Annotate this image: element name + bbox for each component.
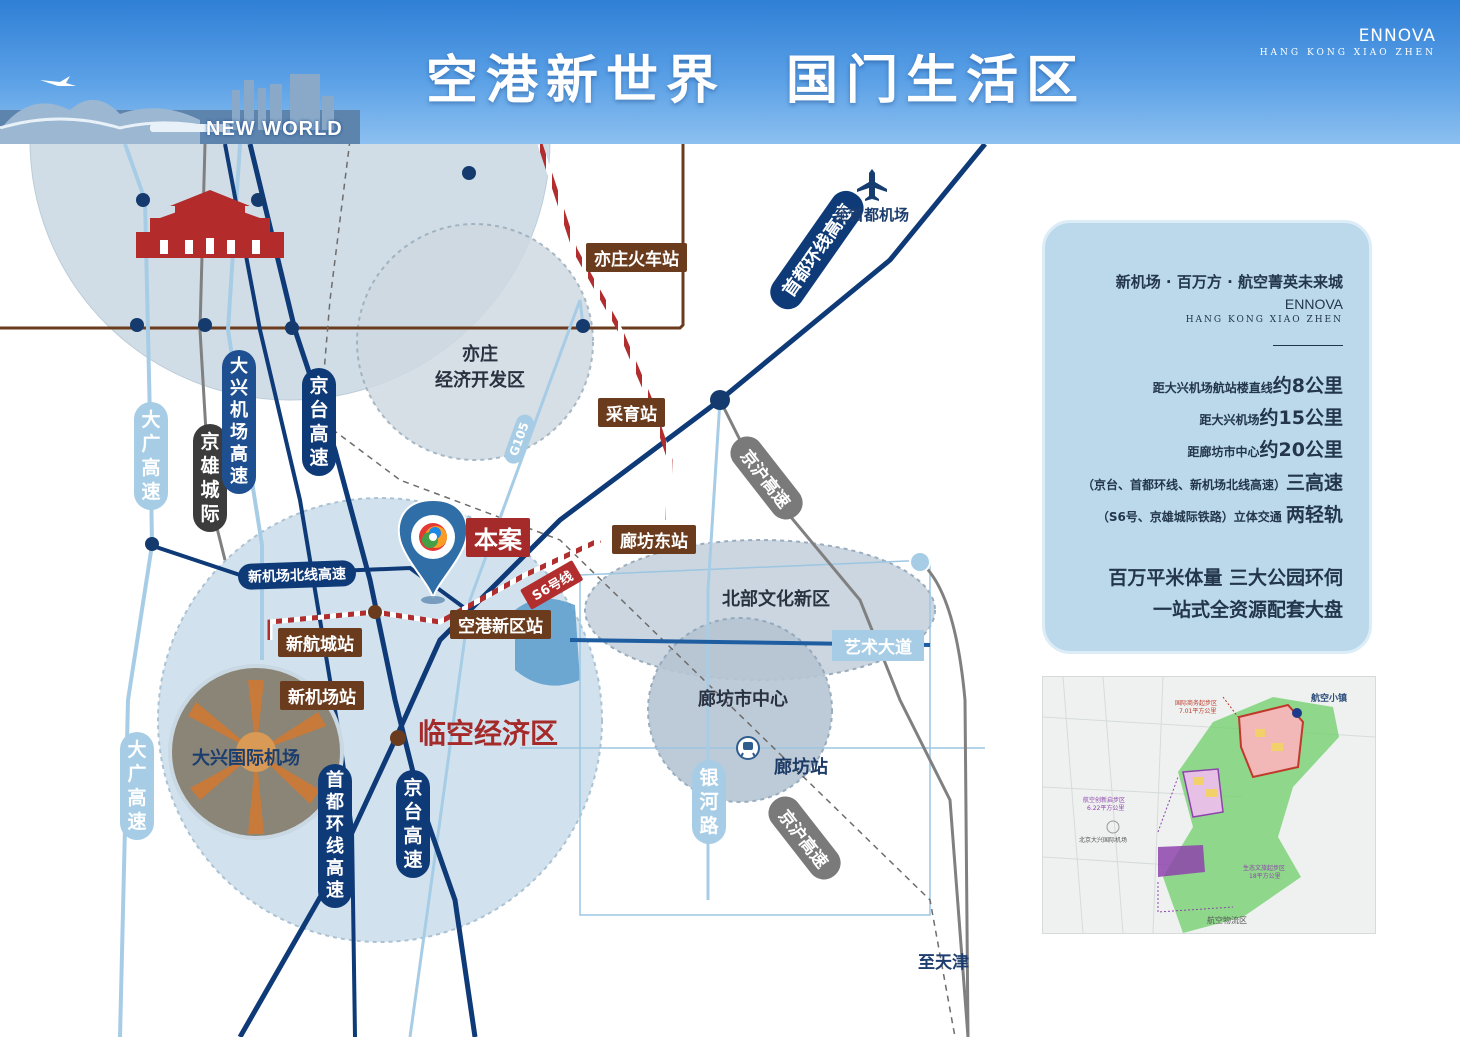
station-langfang: 廊坊站 — [774, 757, 828, 778]
info-line-5: （S6号、京雄城际铁路）立体交通 两轻轨 — [1097, 500, 1343, 527]
highway-label: 大广高速 — [141, 409, 161, 503]
s6-rail-north — [537, 143, 673, 521]
jingtai-highway — [247, 143, 478, 1037]
mini-label-2: 航空创新启步区 — [1083, 797, 1126, 804]
mini-label-2b: 6.22平方公里 — [1087, 805, 1125, 812]
info-line-small: 距大兴机场 — [1199, 413, 1260, 427]
station-label: 新航城站 — [286, 635, 354, 655]
highway-daguang-bottom: 大广高速 — [120, 732, 154, 840]
destination-tianjin: 至天津 — [918, 953, 969, 973]
highway-label: 京台高速 — [403, 777, 423, 871]
area-langfang-center: 廊坊市中心 — [698, 689, 788, 710]
highway-jingxiong: 京雄城际 — [193, 424, 227, 532]
info-brand-subtitle: HANG KONG XIAO ZHEN — [1185, 315, 1343, 325]
info-line-small: （京台、首都环线、新机场北线高速） — [1081, 478, 1286, 492]
highway-label: 大兴机场高速 — [230, 356, 248, 487]
info-line-big: 三高速 — [1285, 472, 1343, 494]
station-konggang: 空港新区站 — [450, 610, 551, 639]
info-line-small: （S6号、京雄城际铁路）立体交通 — [1096, 510, 1286, 524]
junction-node-linkong — [390, 730, 406, 746]
header-brand: ENNOVA HANG KONG XIAO ZHEN — [1260, 26, 1436, 58]
mini-label-3b: 18平方公里 — [1249, 873, 1281, 880]
mini-label-1: 国际商务起步区 — [1175, 700, 1218, 707]
station-label: 空港新区站 — [458, 617, 543, 637]
info-tagline: 新机场 · 百万方 · 航空菁英未来城 — [1115, 273, 1343, 291]
info-line-big: 约20公里 — [1259, 439, 1343, 461]
g105-road — [408, 299, 585, 1037]
highway-capital-ring-bottom: 首都环线高速 — [318, 764, 352, 908]
station-new-airport: 新机场站 — [280, 681, 364, 710]
junction-nodes — [130, 166, 730, 551]
airplane-icon — [857, 169, 887, 201]
info-line-small: 距大兴机场航站楼直线 — [1152, 381, 1273, 395]
road-yinhe: 银河路 — [692, 760, 726, 844]
brand-name: ENNOVA — [1358, 26, 1436, 46]
area-north-culture: 北部文化新区 — [722, 589, 830, 610]
highway-label: 京台高速 — [309, 375, 329, 469]
area-linkong: 临空经济区 — [418, 717, 559, 750]
project-label: 本案 — [466, 518, 530, 557]
new-world-logo-text: NEW WORLD — [206, 118, 343, 140]
info-line-big: 约8公里 — [1272, 375, 1343, 397]
info-summary-1: 百万平米体量 三大公园环伺 — [1108, 567, 1343, 589]
info-line-3: 距廊坊市中心约20公里 — [1188, 435, 1343, 462]
info-line-1: 距大兴机场航站楼直线约8公里 — [1153, 371, 1343, 398]
station-label: 亦庄火车站 — [594, 250, 679, 270]
skyline-illustration — [0, 74, 360, 144]
mini-map-graphic — [1043, 677, 1375, 933]
junction-node-brown — [368, 605, 382, 619]
rail-ring — [0, 144, 685, 330]
mini-label-1b: 7.01平方公里 — [1179, 708, 1217, 715]
station-caiyu: 采育站 — [598, 398, 665, 427]
station-yizhuang-rail: 亦庄火车站 — [586, 243, 687, 272]
header-banner: NEW WORLD 空港新世界 国门生活区 ENNOVA HANG KONG X… — [0, 0, 1460, 144]
station-label: 采育站 — [606, 405, 657, 425]
project-location-pin — [397, 498, 469, 604]
destination-capital-airport: 至首都机场 — [834, 206, 910, 224]
info-line-big: 约15公里 — [1259, 407, 1343, 429]
mini-label-3: 生态文旅起步区 — [1243, 865, 1286, 872]
mini-planning-map: 国际商务起步区 7.01平方公里 航空创新启步区 6.22平方公里 生态文旅起步… — [1042, 676, 1376, 934]
langfang-outline — [579, 559, 931, 916]
highway-label: 首都环线高速 — [326, 770, 344, 901]
area-daxing-airport: 大兴国际机场 — [192, 748, 300, 769]
highway-label: 京雄城际 — [200, 431, 220, 525]
station-label: 新机场站 — [288, 688, 356, 708]
junction-node-east — [909, 551, 931, 573]
s6-rail — [267, 537, 602, 640]
mini-logo: 航空小镇 — [1311, 694, 1348, 704]
highway-north-line: 新机场北线高速 — [237, 559, 357, 591]
mini-label-5: 北京大兴国际机场 — [1079, 837, 1128, 844]
jingxiong-dashed — [319, 139, 956, 1037]
road-yishu: 艺术大道 — [832, 630, 924, 661]
info-panel: 新机场 · 百万方 · 航空菁英未来城 ENNOVA HANG KONG XIA… — [1042, 220, 1372, 654]
road-label: 银河路 — [699, 767, 719, 837]
info-brand-name: ENNOVA — [1284, 296, 1343, 312]
train-station-icon — [736, 736, 760, 760]
tiananmen-icon — [136, 190, 284, 258]
info-line-small: 距廊坊市中心 — [1187, 445, 1260, 459]
highway-daxing-airport-expy: 大兴机场高速 — [222, 350, 256, 494]
highway-daguang-top: 大广高速 — [134, 402, 168, 510]
station-xinhangcheng: 新航城站 — [278, 628, 362, 657]
highway-jingtai-bottom: 京台高速 — [396, 770, 430, 878]
info-line-big: 两轻轨 — [1285, 504, 1343, 526]
brand-subtitle: HANG KONG XIAO ZHEN — [1259, 48, 1436, 58]
info-divider — [1273, 345, 1343, 346]
mini-label-4: 航空物流区 — [1207, 916, 1247, 925]
station-langfang-east: 廊坊东站 — [612, 525, 696, 554]
yizhuang-zone — [356, 223, 594, 461]
station-label: 廊坊东站 — [620, 532, 688, 552]
area-yizhuang: 亦庄 经济开发区 — [435, 344, 525, 391]
info-line-2: 距大兴机场约15公里 — [1200, 403, 1343, 430]
highway-jingtai-top: 京台高速 — [302, 368, 336, 476]
highway-label: 大广高速 — [127, 739, 147, 833]
info-line-4: （京台、首都环线、新机场北线高速）三高速 — [1082, 468, 1343, 495]
page-title: 空港新世界 国门生活区 — [425, 51, 1086, 111]
info-summary-2: 一站式全资源配套大盘 — [1152, 599, 1343, 621]
langfang-center-zone — [647, 617, 833, 803]
